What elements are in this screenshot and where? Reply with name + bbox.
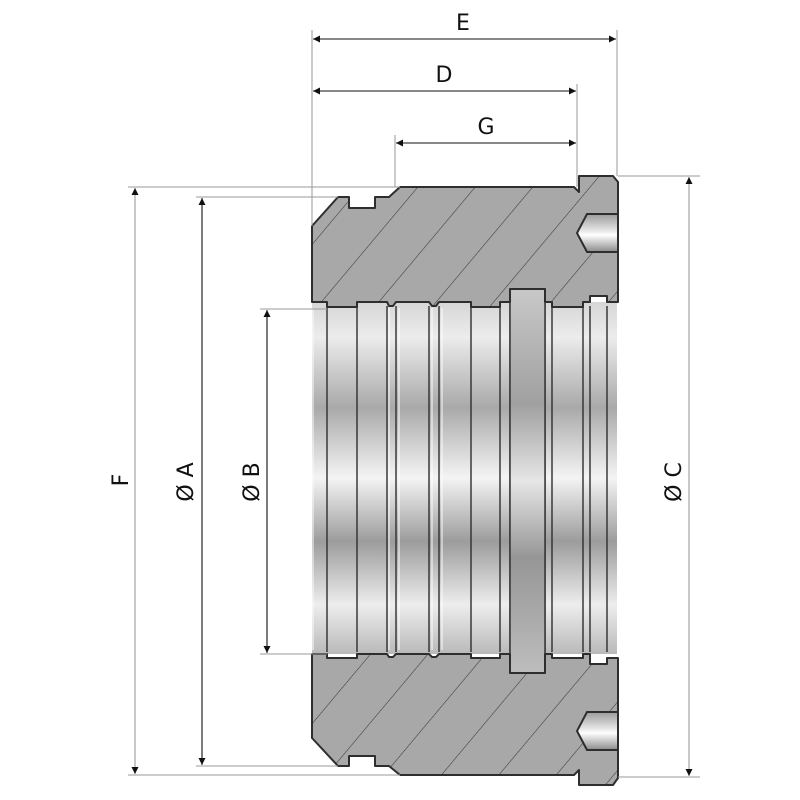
bore-surface: [312, 288, 617, 674]
label-G: G: [477, 115, 494, 140]
section-lower: [311, 653, 619, 786]
pin-hole-upper: [575, 213, 619, 253]
section-upper: [311, 175, 619, 308]
extension-lines: [128, 30, 700, 778]
pin-hole-lower: [575, 711, 619, 751]
label-F: F: [109, 474, 134, 487]
label-diameter-C: Ø C: [662, 462, 687, 502]
label-diameter-B: Ø B: [240, 462, 265, 501]
label-D: D: [436, 63, 453, 88]
label-diameter-A: Ø A: [174, 462, 199, 501]
key-ring: [509, 288, 546, 674]
label-E: E: [456, 11, 470, 36]
